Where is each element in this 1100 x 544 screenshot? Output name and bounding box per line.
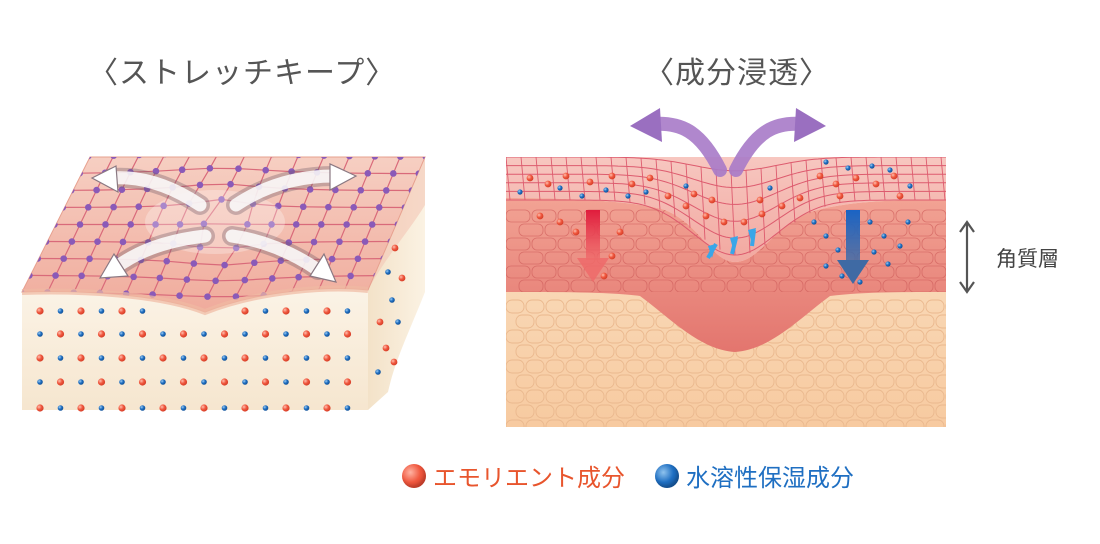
- lift-arrows: [630, 108, 826, 177]
- legend-label-emollient: エモリエント成分: [433, 464, 625, 492]
- bracket-arrow-icon-left: [630, 108, 662, 142]
- stretch-keep-title: 〈ストレッチキープ〉: [88, 56, 397, 91]
- stretch-keep-block: [21, 156, 426, 412]
- legend: エモリエント成分 水溶性保湿成分: [402, 458, 884, 493]
- ingredient-dots-left: [36, 244, 406, 412]
- ingredient-dots-right: [517, 159, 913, 285]
- stratum-corneum: [506, 198, 946, 352]
- penetration-arrow-icon: [706, 228, 756, 259]
- legend-item-water-soluble: 水溶性保湿成分: [655, 458, 854, 493]
- blue-dot-icon: [655, 463, 679, 488]
- stratum-corneum-label: 角質層: [996, 247, 1059, 271]
- push-down-arrow-icon-red-head: [577, 258, 609, 282]
- penetration-block: [506, 157, 946, 427]
- stretch-arrow-icon: [105, 171, 207, 212]
- epidermis-cells: [506, 299, 946, 427]
- stretch-arrows: [90, 163, 358, 283]
- push-down-arrow-icon-blue-head: [837, 260, 869, 284]
- push-down-arrow-icon-blue: [846, 210, 860, 262]
- bracket-arrow-icon-right: [794, 108, 826, 142]
- stretch-arrow-icon: [229, 169, 341, 212]
- legend-label-water-soluble: 水溶性保湿成分: [686, 464, 854, 492]
- legend-item-emollient: エモリエント成分: [402, 458, 625, 493]
- stretch-arrow-icon: [111, 229, 212, 273]
- stretch-arrow-icon: [225, 229, 325, 277]
- block-front-face: [22, 288, 368, 410]
- red-dot-icon: [402, 463, 426, 488]
- penetration-title: 〈成分浸透〉: [644, 56, 830, 91]
- push-down-arrow-icon-red: [586, 210, 600, 260]
- bracket-arrow-icon: [959, 220, 975, 294]
